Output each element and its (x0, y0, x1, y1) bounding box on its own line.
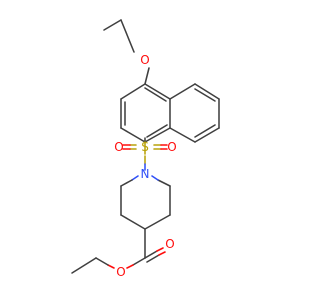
naph-c7-c8-bond (194, 127, 220, 143)
n-c2-bond-a (131, 175, 139, 181)
ethyl-ch3-ch2-bond (103, 19, 122, 31)
naph-c1-c8a-bond (144, 127, 171, 143)
carbonyl-o-bond-b (156, 247, 164, 252)
nitrogen-label: N (141, 167, 150, 181)
molecule-structure: O S O O N O O (71, 19, 220, 279)
naph-c2-c1-bond (120, 127, 146, 143)
naph-c4a-c5-bond (169, 83, 196, 100)
naph-c4a-c4-double-bond (144, 87, 167, 102)
sulfonyl-oxygen-left-label: O (114, 140, 123, 154)
pip-c6-n-bond-a (157, 179, 171, 187)
ester-o-ch2-bond-b (95, 257, 109, 266)
ether-oxygen-label: O (140, 53, 149, 67)
naph-c8-c8a-bond (169, 127, 196, 143)
naph-c4a-c4-bond (144, 83, 171, 100)
naph-c5-c6-double-bond (194, 88, 216, 102)
molecule-canvas: O S O O N O O (71, 19, 220, 279)
sulfur-label: S (141, 140, 149, 154)
ester-o-ch2-bond-a (107, 264, 115, 269)
ester-oxygen-label: O (116, 265, 125, 279)
carbonyl-o-double-a (146, 254, 160, 263)
pip-c6-n-bond-b (151, 175, 159, 181)
carbonyl-ester-o-bond-a (132, 257, 146, 266)
carbonyl-o-double-b (158, 251, 166, 256)
n-c2-bond-b (120, 179, 133, 187)
pip-c4-c5-bond (144, 214, 171, 230)
naph-c7-c8-double-bond (194, 124, 216, 138)
sulfonyl-oxygen-right-label: O (167, 140, 176, 154)
pip-c3-c4-bond (120, 214, 146, 230)
ethyl-ch2-o-bond (120, 19, 135, 53)
carbonyl-ester-o-bond-b (126, 264, 134, 269)
naph-c4-c3-bond (120, 83, 146, 100)
naph-c5-c6-bond (194, 83, 220, 100)
naphthyl-ether-o-bond (144, 67, 150, 85)
ester-ethyl-bond (71, 257, 97, 274)
carbonyl-o-bond-a (144, 250, 158, 259)
ester-carbonyl-oxygen-label: O (165, 237, 174, 251)
naph-c1-c8a-double-bond (146, 124, 168, 138)
